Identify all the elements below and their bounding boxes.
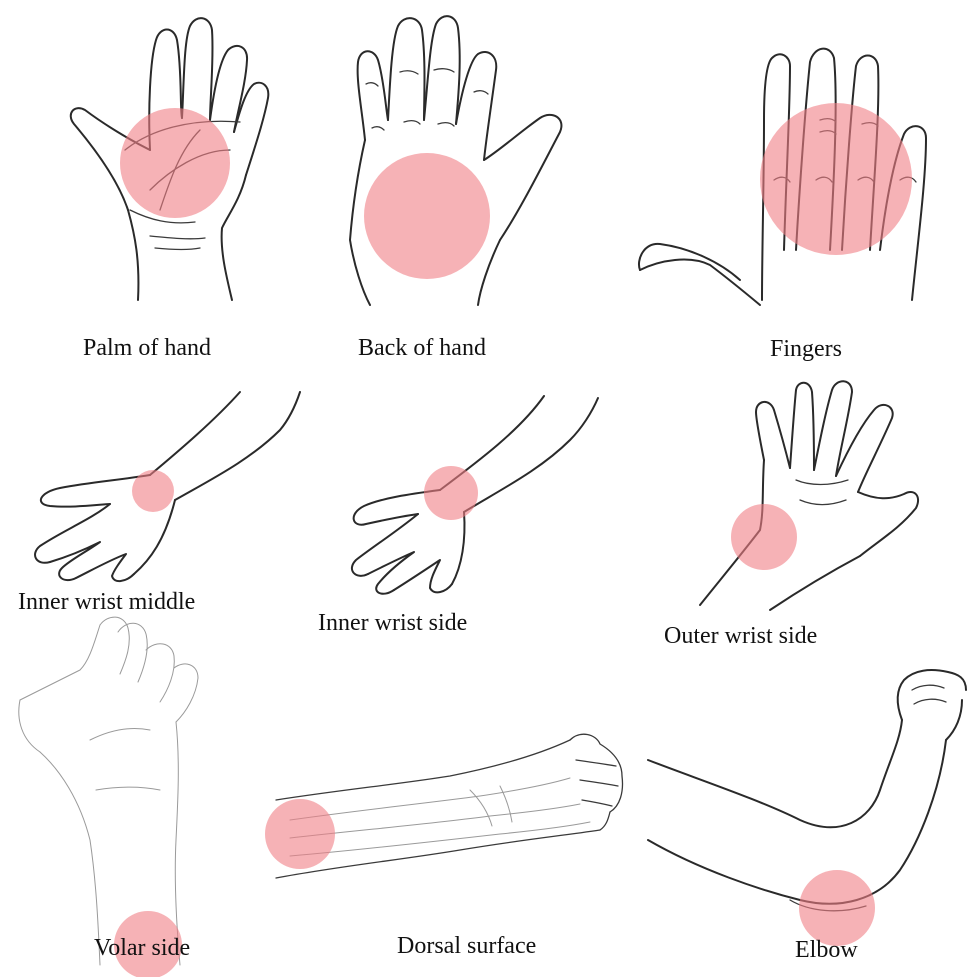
palm-highlight — [120, 108, 230, 218]
label-palm-of-hand: Palm of hand — [83, 336, 211, 360]
label-elbow: Elbow — [795, 938, 858, 962]
fingers-highlight — [760, 103, 912, 255]
label-volar-side: Volar side — [94, 936, 190, 960]
palm-of-hand-illustration — [71, 18, 269, 300]
dorsal-surface-highlight — [265, 799, 335, 869]
volar-side-illustration — [19, 617, 198, 977]
back-of-hand-highlight — [364, 153, 490, 279]
label-inner-wrist-middle: Inner wrist middle — [18, 590, 195, 614]
label-outer-wrist-side: Outer wrist side — [664, 624, 817, 648]
outer-wrist-side-illustration — [700, 381, 918, 610]
inner-wrist-side-illustration — [352, 396, 598, 594]
back-of-hand-illustration — [350, 16, 561, 305]
label-fingers: Fingers — [770, 337, 842, 361]
fingers-illustration — [639, 49, 926, 305]
inner-wrist-side-highlight — [424, 466, 478, 520]
inner-wrist-middle-highlight — [132, 470, 174, 512]
label-back-of-hand: Back of hand — [358, 336, 486, 360]
elbow-illustration — [648, 670, 966, 946]
inner-wrist-middle-illustration — [35, 392, 300, 581]
outer-wrist-side-highlight — [731, 504, 797, 570]
dorsal-surface-illustration — [265, 734, 623, 878]
label-inner-wrist-side: Inner wrist side — [318, 611, 467, 635]
elbow-highlight — [799, 870, 875, 946]
label-dorsal-surface: Dorsal surface — [397, 934, 536, 958]
